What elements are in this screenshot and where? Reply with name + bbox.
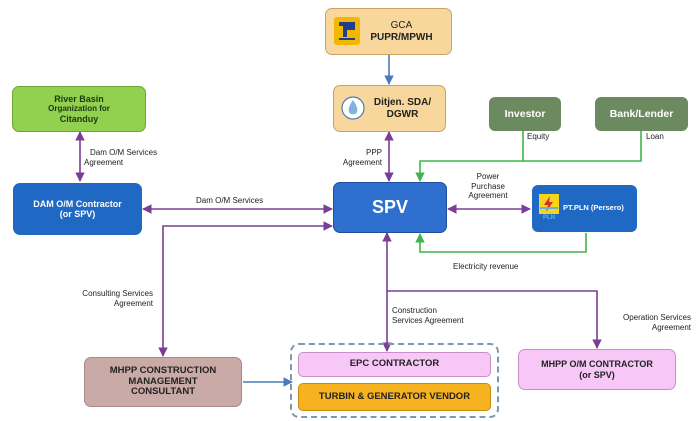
- gca-line1: GCA: [390, 20, 413, 31]
- label-consulting-line1: Consulting Services: [82, 289, 153, 298]
- label-power-line3: Agreement: [468, 191, 508, 201]
- ditjen-line2: DGWR: [386, 108, 419, 120]
- node-mhpp-om: MHPP O/M CONTRACTOR (or SPV): [518, 349, 676, 390]
- label-ppp-line2: Agreement: [342, 157, 382, 167]
- label-power-line2: Purchase: [471, 181, 505, 191]
- label-equity: Equity: [527, 132, 550, 141]
- label-construction-line1: Construction: [392, 306, 437, 315]
- node-epc: EPC CONTRACTOR: [298, 352, 491, 377]
- label-dam-om-agreement-line2: Agreement: [84, 157, 124, 167]
- pln-logo-icon: PLN: [538, 193, 560, 223]
- gca-line2: PUPR/MPWH: [370, 31, 433, 43]
- node-river-basin: River Basin Organization for Citanduy: [12, 86, 146, 132]
- arrow-pln-spv-revenue: [415, 233, 587, 253]
- spv-label: SPV: [371, 197, 409, 218]
- label-power-purchase: Power Purchase Agreement: [458, 172, 518, 201]
- label-power-line1: Power: [476, 172, 500, 181]
- label-operation-services: Operation Services Agreement: [598, 313, 691, 332]
- investor-label: Investor: [504, 107, 546, 120]
- mhpp-om-line1: MHPP O/M CONTRACTOR: [541, 359, 653, 370]
- node-pln: PLN PT.PLN (Persero): [532, 185, 637, 232]
- label-construction-services: Construction Services Agreement: [392, 306, 464, 325]
- label-operation-line2: Agreement: [651, 322, 691, 332]
- node-gca: GCA PUPR/MPWH: [325, 8, 452, 55]
- label-dam-om-services: Dam O/M Services: [196, 196, 264, 205]
- node-turbin-vendor: TURBIN & GENERATOR VENDOR: [298, 383, 491, 411]
- river-line2: Organization for: [48, 104, 110, 114]
- node-investor: Investor: [489, 97, 561, 131]
- node-ditjen: Ditjen. SDA/ DGWR: [333, 85, 446, 132]
- mhpp-cm-line3: CONSULTANT: [130, 386, 196, 398]
- label-dam-om-services-agreement: Dam O/M Services Agreement: [84, 148, 157, 167]
- turbin-label: TURBIN & GENERATOR VENDOR: [318, 390, 471, 402]
- epc-group: [290, 343, 499, 418]
- label-ppp-line1: PPP: [365, 148, 382, 157]
- label-ppp-agreement: PPP Agreement: [330, 148, 382, 167]
- river-line1: River Basin: [54, 94, 104, 105]
- label-electricity-revenue: Electricity revenue: [453, 262, 519, 271]
- label-loan: Loan: [646, 132, 664, 141]
- ministry-seal-icon: [341, 96, 365, 120]
- pln-logo-text: PLN: [543, 215, 555, 221]
- node-spv: SPV: [333, 182, 447, 233]
- arrow-spv-consultant: [158, 221, 333, 357]
- mhpp-cm-line2: MANAGEMENT: [128, 375, 198, 387]
- pln-label: PT.PLN (Persero): [563, 203, 624, 213]
- epc-label: EPC CONTRACTOR: [349, 358, 440, 370]
- bank-label: Bank/Lender: [609, 107, 674, 120]
- label-construction-line2: Services Agreement: [392, 315, 464, 325]
- mhpp-om-line2: (or SPV): [579, 369, 615, 380]
- dam-line1: DAM O/M Contractor: [33, 198, 122, 209]
- arrow-bank-spv: [523, 130, 642, 162]
- label-operation-line1: Operation Services: [622, 313, 691, 322]
- label-dam-om-agreement-line1: Dam O/M Services: [90, 148, 158, 157]
- ditjen-line1: Ditjen. SDA/: [373, 97, 432, 108]
- node-bank: Bank/Lender: [595, 97, 688, 131]
- node-dam-contractor: DAM O/M Contractor (or SPV): [13, 183, 142, 235]
- label-consulting-line2: Agreement: [113, 298, 153, 308]
- node-mhpp-consultant: MHPP CONSTRUCTION MANAGEMENT CONSULTANT: [84, 357, 242, 407]
- river-line3: Citanduy: [59, 113, 99, 124]
- pu-logo-icon: [334, 17, 360, 45]
- label-consulting-services: Consulting Services Agreement: [55, 289, 153, 308]
- mhpp-cm-line1: MHPP CONSTRUCTION: [109, 364, 217, 376]
- dam-line2: (or SPV): [59, 209, 96, 219]
- arrow-spv-mhpp-om: [387, 290, 602, 349]
- arrow-investor-spv: [415, 130, 524, 182]
